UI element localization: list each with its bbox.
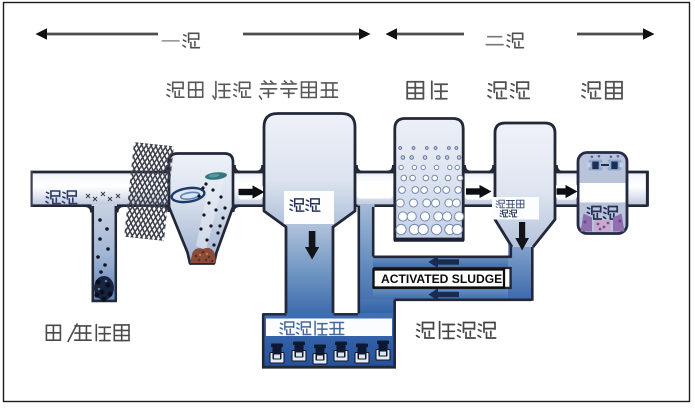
svg-text:ACTIVATED SLUDGE: ACTIVATED SLUDGE: [381, 272, 502, 286]
